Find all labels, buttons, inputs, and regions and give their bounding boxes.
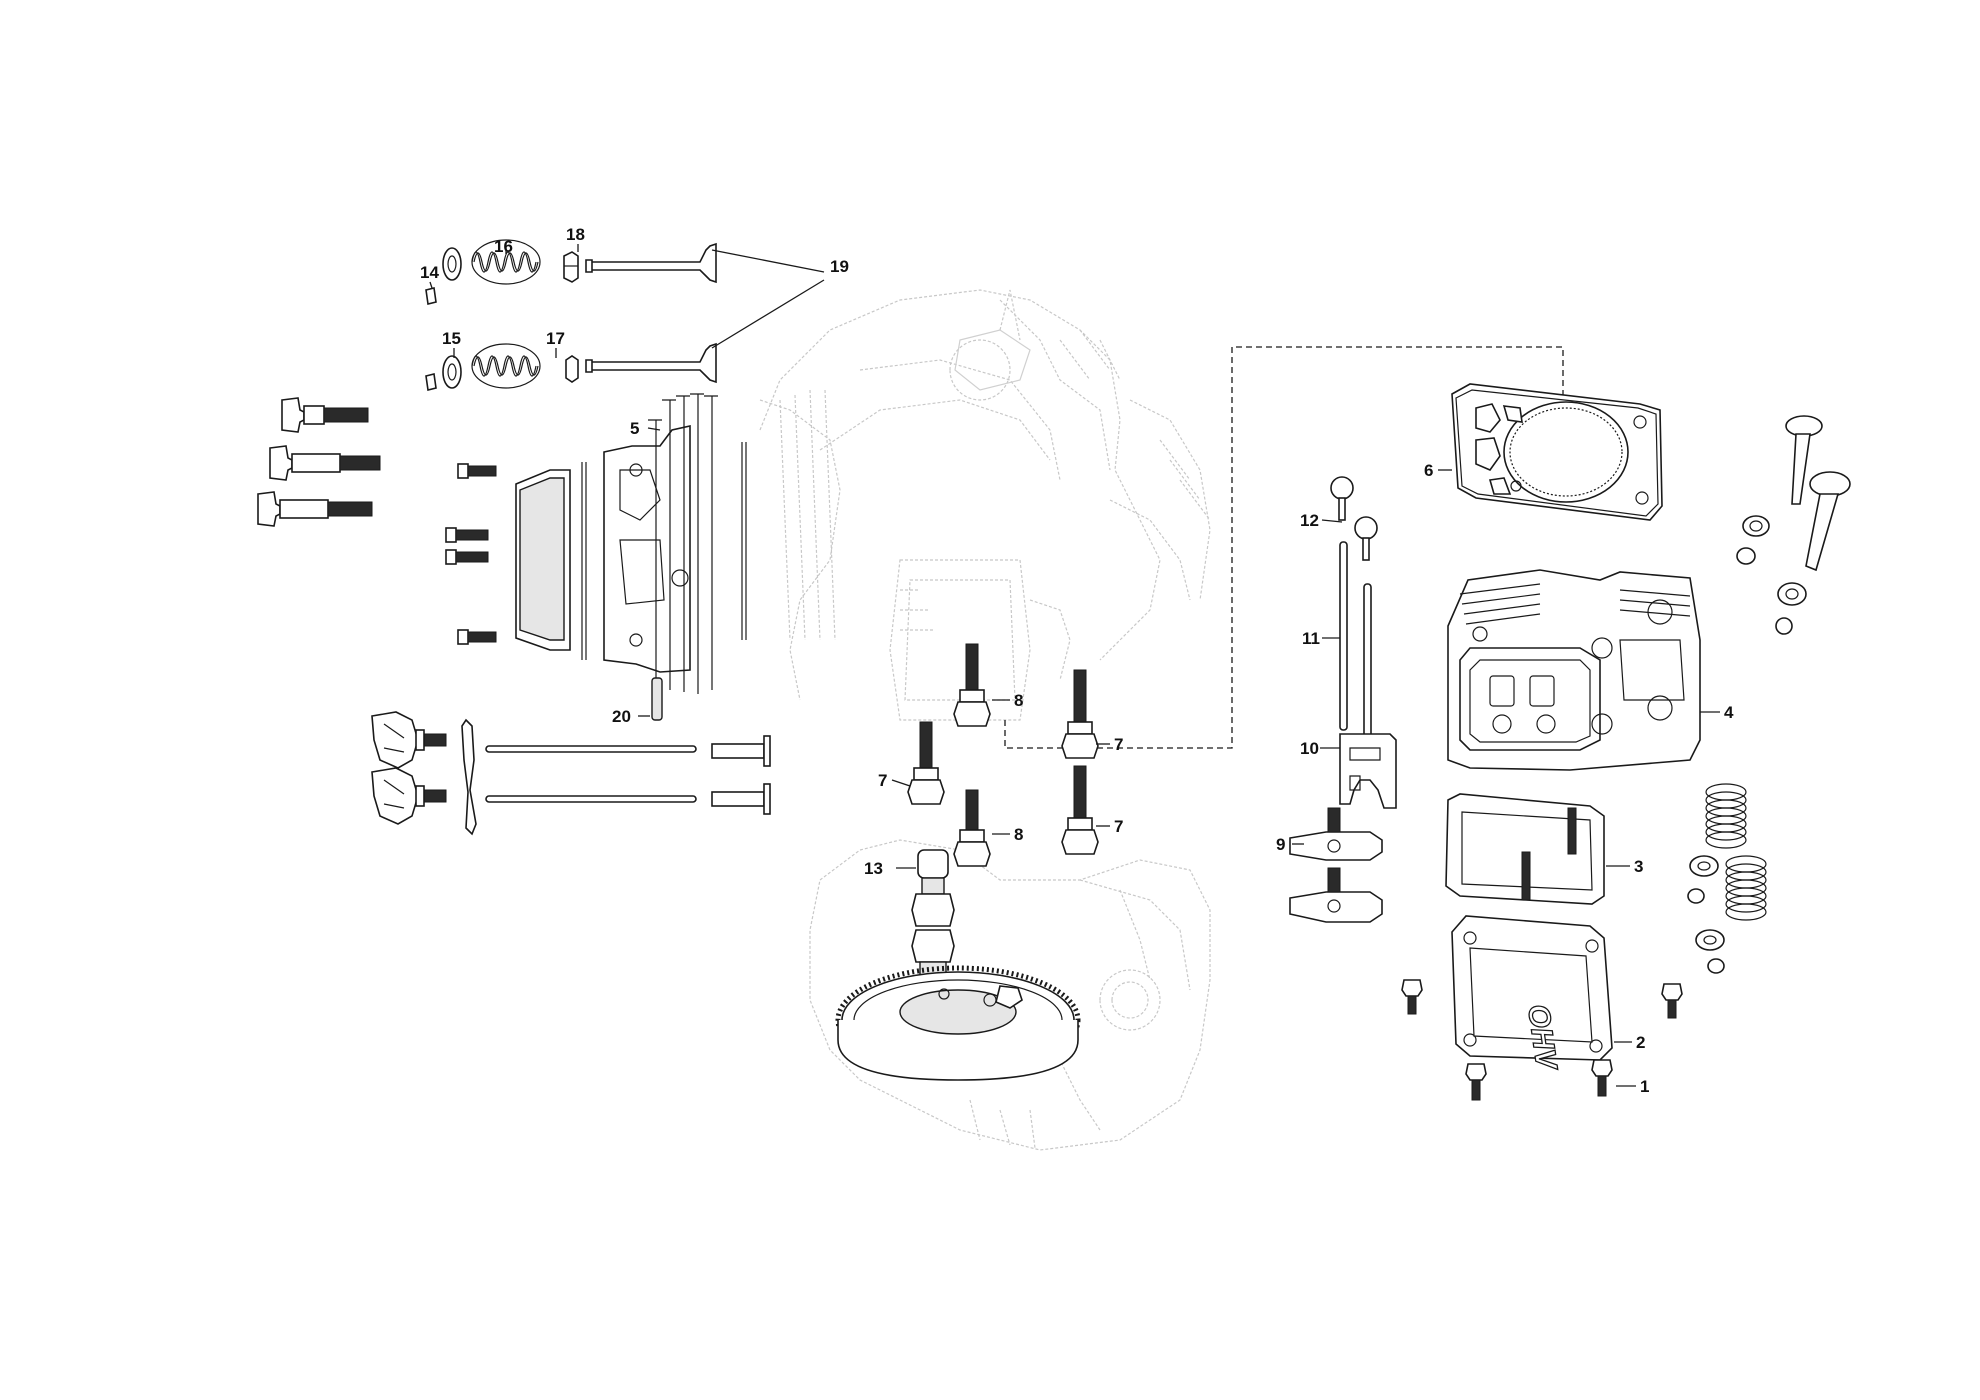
head-bolt-center-7a	[1061, 669, 1099, 759]
callout-8b: 8	[1014, 825, 1023, 844]
callout-2: 2	[1636, 1033, 1645, 1052]
head-gasket	[1451, 383, 1663, 521]
callout-13: 13	[864, 859, 883, 878]
valve-seal-right-2	[1736, 547, 1756, 565]
dowel-pin	[651, 677, 663, 721]
engine-block-ghost	[759, 289, 1211, 1151]
spring-retainer-right-1	[1689, 855, 1719, 877]
callout-5: 5	[630, 419, 639, 438]
cam-gear	[835, 965, 1081, 1081]
callout-7a: 7	[1114, 735, 1123, 754]
cover-bolt-small-3	[445, 549, 489, 565]
pushrod-cap-upper	[1330, 476, 1354, 521]
rocker-arm-right-lower	[1289, 867, 1383, 923]
callout-20: 20	[612, 707, 631, 726]
rocker-guide-plate-left	[461, 718, 477, 836]
head-bolt-left-1	[281, 397, 369, 433]
valve-spring-right-lower	[1725, 855, 1767, 921]
leader-lines	[429, 242, 1720, 1087]
callout-14: 14	[420, 263, 439, 282]
callout-10: 10	[1300, 739, 1319, 758]
spring-retainer-right-2	[1695, 929, 1725, 951]
callout-9: 9	[1276, 835, 1285, 854]
cover-bolt-right-2	[1661, 983, 1683, 1019]
callout-4: 4	[1724, 703, 1734, 722]
callout-1: 1	[1640, 1077, 1649, 1096]
callout-8a: 8	[1014, 691, 1023, 710]
callout-6: 6	[1424, 461, 1433, 480]
valve-spring-lower	[471, 343, 541, 389]
callout-7b: 7	[878, 771, 887, 790]
head-bolt-left-3	[257, 491, 373, 527]
head-bolt-center-8b	[953, 789, 991, 867]
rocker-arm-left-upper	[371, 711, 447, 769]
valve-retainer-right-1	[1777, 582, 1807, 606]
valve-right-2	[1805, 471, 1851, 572]
callout-17: 17	[546, 329, 565, 348]
head-bolt-center-8a	[953, 643, 991, 727]
callout-15: 15	[442, 329, 461, 348]
valve-right-1	[1785, 415, 1823, 505]
cover-bolt-right-1	[1401, 979, 1423, 1015]
tappet-left-upper	[711, 735, 771, 767]
valve-collet-upper	[425, 287, 437, 305]
cover-bolt-right-4	[1591, 1059, 1613, 1097]
pushrod-right-1	[1339, 541, 1348, 731]
spring-retainer-upper	[442, 247, 462, 281]
cylinder-head-left	[603, 393, 718, 694]
head-bolt-center-7b	[907, 721, 945, 805]
callout-12: 12	[1300, 511, 1319, 530]
rocker-cover-ohv: OHV	[1451, 915, 1613, 1075]
callouts: 1 2 3 4 5 6 7 7 7 8 8 9 10 11 12 13 14 1…	[420, 225, 1734, 1096]
valve-collet-lower	[425, 373, 437, 391]
valve-collet-right	[1775, 617, 1793, 635]
pushrod-left-upper	[485, 745, 697, 753]
alignment-guide-line	[1004, 346, 1564, 749]
callout-19: 19	[830, 257, 849, 276]
callout-18: 18	[566, 225, 585, 244]
valve-upper	[585, 242, 717, 284]
valve-seal-right-1	[1742, 515, 1770, 537]
valve-lower	[585, 342, 717, 384]
spring-retainer-lower	[442, 355, 462, 389]
valve-seal-lower	[565, 355, 579, 383]
valve-seal-upper	[563, 251, 579, 283]
valve-seal-right-3	[1687, 888, 1705, 904]
cylinder-head-right	[1447, 569, 1701, 771]
head-bolt-left-2	[269, 445, 381, 481]
rocker-arm-left-lower	[371, 767, 447, 825]
valve-collet-right-2	[1707, 958, 1725, 974]
valve-spring-upper	[471, 239, 541, 285]
pushrod-left-lower	[485, 795, 697, 803]
cover-bolt-small-2	[445, 527, 489, 543]
pushrod-cap-lower	[1354, 516, 1378, 561]
callout-16: 16	[494, 237, 513, 256]
callout-3: 3	[1634, 857, 1643, 876]
pushrod-right-2	[1363, 583, 1372, 757]
rocker-cover-gasket	[1445, 793, 1605, 905]
head-bolt-center-7c	[1061, 765, 1099, 855]
callout-7c: 7	[1114, 817, 1123, 836]
callout-11: 11	[1302, 629, 1320, 648]
rocker-guide-plate-right	[1339, 733, 1397, 809]
cover-bolt-right-3	[1465, 1063, 1487, 1101]
tappet-left-lower	[711, 783, 771, 815]
rocker-arm-right-upper	[1289, 807, 1383, 861]
cover-bolt-small-1	[457, 463, 497, 479]
cover-bolt-small-4	[457, 629, 497, 645]
rocker-cover-left	[515, 469, 571, 651]
valve-spring-right-upper	[1705, 783, 1747, 849]
